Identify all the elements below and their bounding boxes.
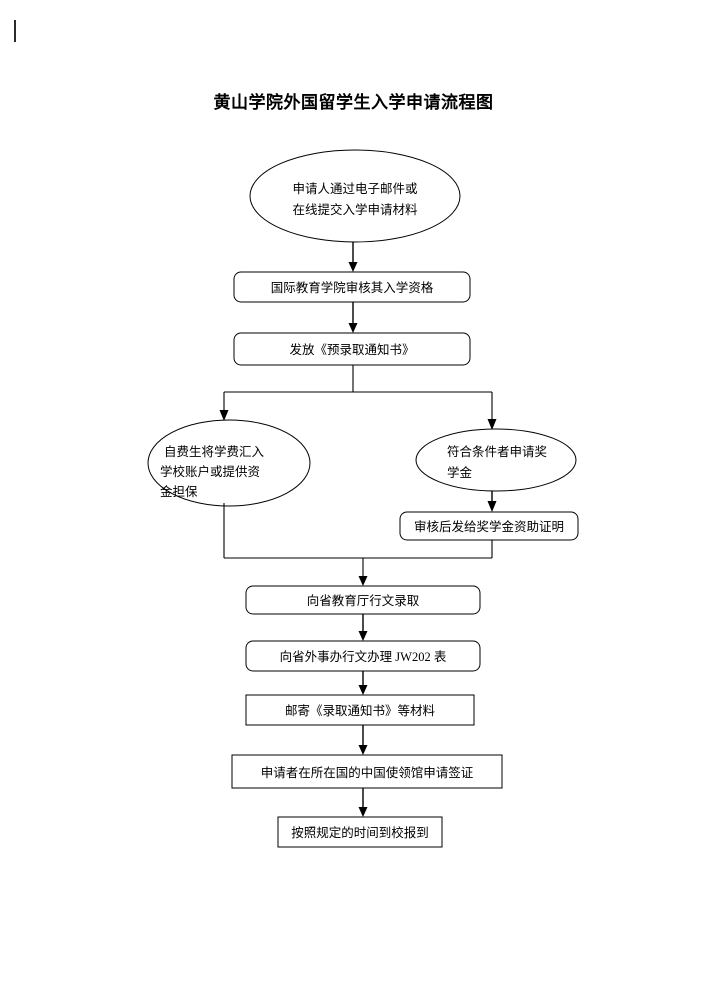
rounded-rect-shape — [233, 332, 471, 366]
rect-shape — [277, 816, 443, 848]
node-text-line: 符合条件者申请奖 — [447, 444, 547, 459]
ellipse-shape — [249, 149, 461, 243]
ellipse-shape — [415, 428, 577, 492]
ellipse-shape — [147, 419, 311, 507]
connector-n8-n9 — [358, 671, 368, 695]
node-text-line: 金担保 — [160, 484, 198, 499]
node-scholarship-application: 符合条件者申请奖 学金 — [415, 428, 577, 492]
node-text-line: 申请人通过电子邮件或 — [292, 182, 418, 196]
node-text-line: 自费生将学费汇入 — [164, 444, 265, 459]
node-application-submission: 申请人通过电子邮件或 在线提交入学申请材料 — [249, 149, 461, 243]
node-text-line: 向省外事办行文办理 JW202 表 — [280, 649, 447, 664]
node-text-line: 在线提交入学申请材料 — [292, 202, 418, 217]
page-margin-tick — [14, 20, 16, 42]
node-eligibility-review: 国际教育学院审核其入学资格 — [233, 271, 471, 303]
node-text-line: 向省教育厅行文录取 — [307, 593, 420, 608]
node-text-line: 按照规定的时间到校报到 — [291, 825, 429, 840]
node-mail-admission-notice: 邮寄《录取通知书》等材料 — [245, 694, 475, 726]
rounded-rect-shape — [399, 511, 579, 541]
node-text-line: 申请者在所在国的中国使领馆申请签证 — [261, 765, 474, 780]
connector-n5-n6 — [487, 491, 497, 512]
rect-shape — [231, 754, 503, 789]
node-visa-application: 申请者在所在国的中国使领馆申请签证 — [231, 754, 503, 789]
connector-n7-n8 — [358, 614, 368, 641]
node-text-line: 学校账户或提供资 — [160, 464, 260, 479]
node-text-line: 邮寄《录取通知书》等材料 — [285, 703, 436, 718]
node-text-line: 审核后发给奖学金资助证明 — [414, 519, 564, 534]
node-jw202-form: 向省外事办行文办理 JW202 表 — [245, 640, 481, 672]
connector-n1-n2 — [348, 242, 358, 272]
node-self-funded-tuition: 自费生将学费汇入 学校账户或提供资 金担保 — [147, 419, 311, 507]
node-scholarship-certificate: 审核后发给奖学金资助证明 — [399, 511, 579, 541]
node-campus-registration: 按照规定的时间到校报到 — [277, 816, 443, 848]
connector-split-n3 — [219, 365, 497, 430]
node-text-line: 学金 — [447, 465, 473, 480]
connector-n9-n10 — [358, 725, 368, 755]
node-pre-admission-notice: 发放《预录取通知书》 — [233, 332, 471, 366]
page-title: 黄山学院外国留学生入学申请流程图 — [213, 93, 494, 112]
connector-merge-branches — [223, 503, 493, 586]
connector-n2-n3 — [348, 302, 358, 333]
node-provincial-education-dept: 向省教育厅行文录取 — [245, 585, 481, 615]
rect-shape — [245, 694, 475, 726]
node-text-line: 国际教育学院审核其入学资格 — [271, 280, 434, 295]
connector-n10-n11 — [358, 788, 368, 817]
rounded-rect-shape — [233, 271, 471, 303]
node-text-line: 发放《预录取通知书》 — [289, 342, 414, 357]
